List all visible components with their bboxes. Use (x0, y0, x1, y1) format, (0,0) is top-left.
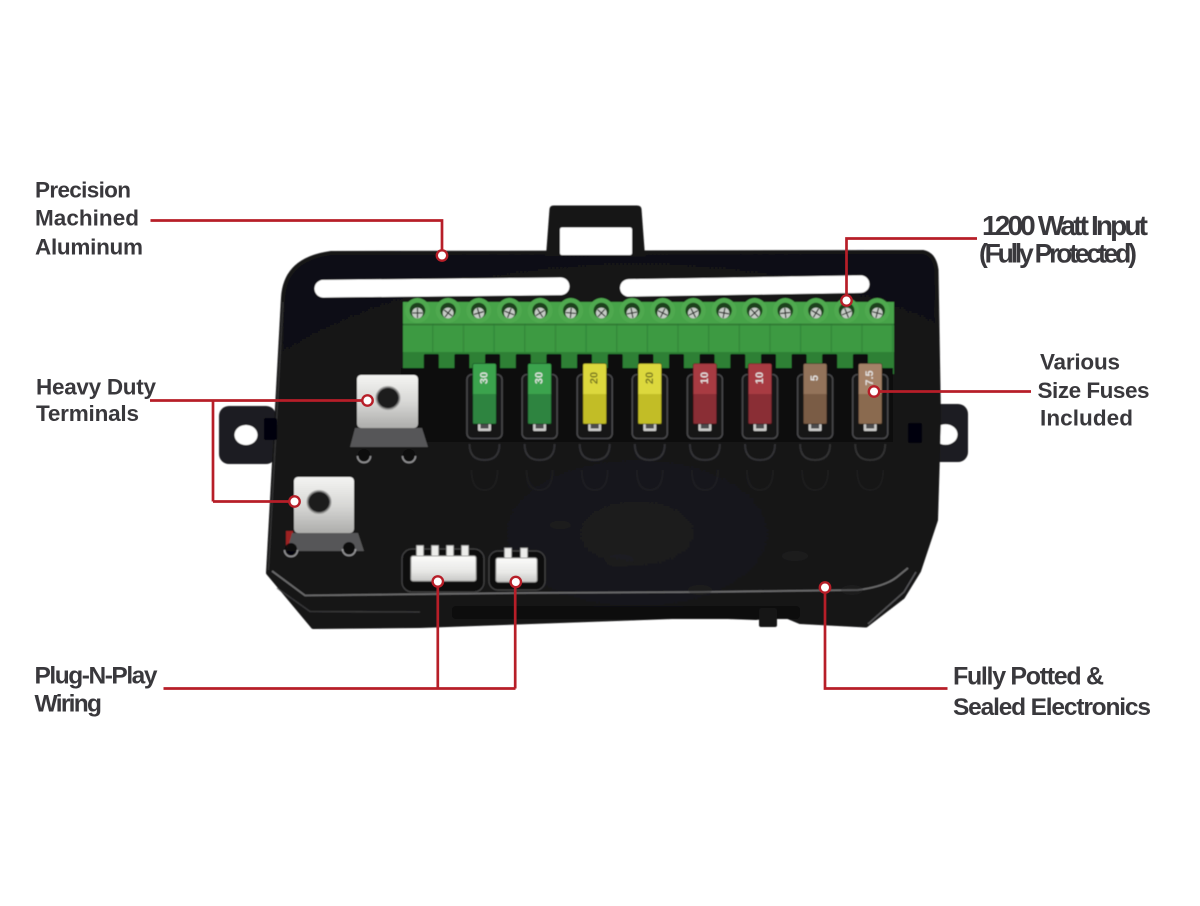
svg-text:20: 20 (589, 372, 601, 384)
svg-text:20: 20 (644, 372, 656, 384)
svg-text:5: 5 (809, 375, 821, 381)
svg-text:(Fully Protected): (Fully Protected) (979, 239, 1137, 269)
svg-text:30: 30 (534, 372, 546, 384)
svg-text:7.5: 7.5 (864, 370, 876, 385)
svg-text:Machined: Machined (35, 206, 139, 231)
svg-text:1200 Watt Input: 1200 Watt Input (982, 210, 1148, 241)
svg-text:Heavy Duty: Heavy Duty (36, 375, 156, 400)
svg-text:Precision: Precision (35, 178, 131, 203)
svg-text:Terminals: Terminals (36, 401, 139, 426)
svg-text:10: 10 (699, 372, 711, 384)
svg-text:Various: Various (1040, 350, 1120, 375)
svg-text:30: 30 (479, 372, 491, 384)
svg-text:Sealed Electronics: Sealed Electronics (953, 694, 1151, 721)
svg-text:Size Fuses: Size Fuses (1038, 378, 1150, 403)
svg-text:Aluminum: Aluminum (35, 235, 143, 260)
svg-text:Plug-N-Play: Plug-N-Play (35, 663, 158, 690)
svg-text:10: 10 (754, 372, 766, 384)
svg-text:Fully Potted &: Fully Potted & (953, 663, 1104, 691)
svg-text:Included: Included (1040, 406, 1133, 431)
svg-text:Wiring: Wiring (35, 691, 103, 718)
